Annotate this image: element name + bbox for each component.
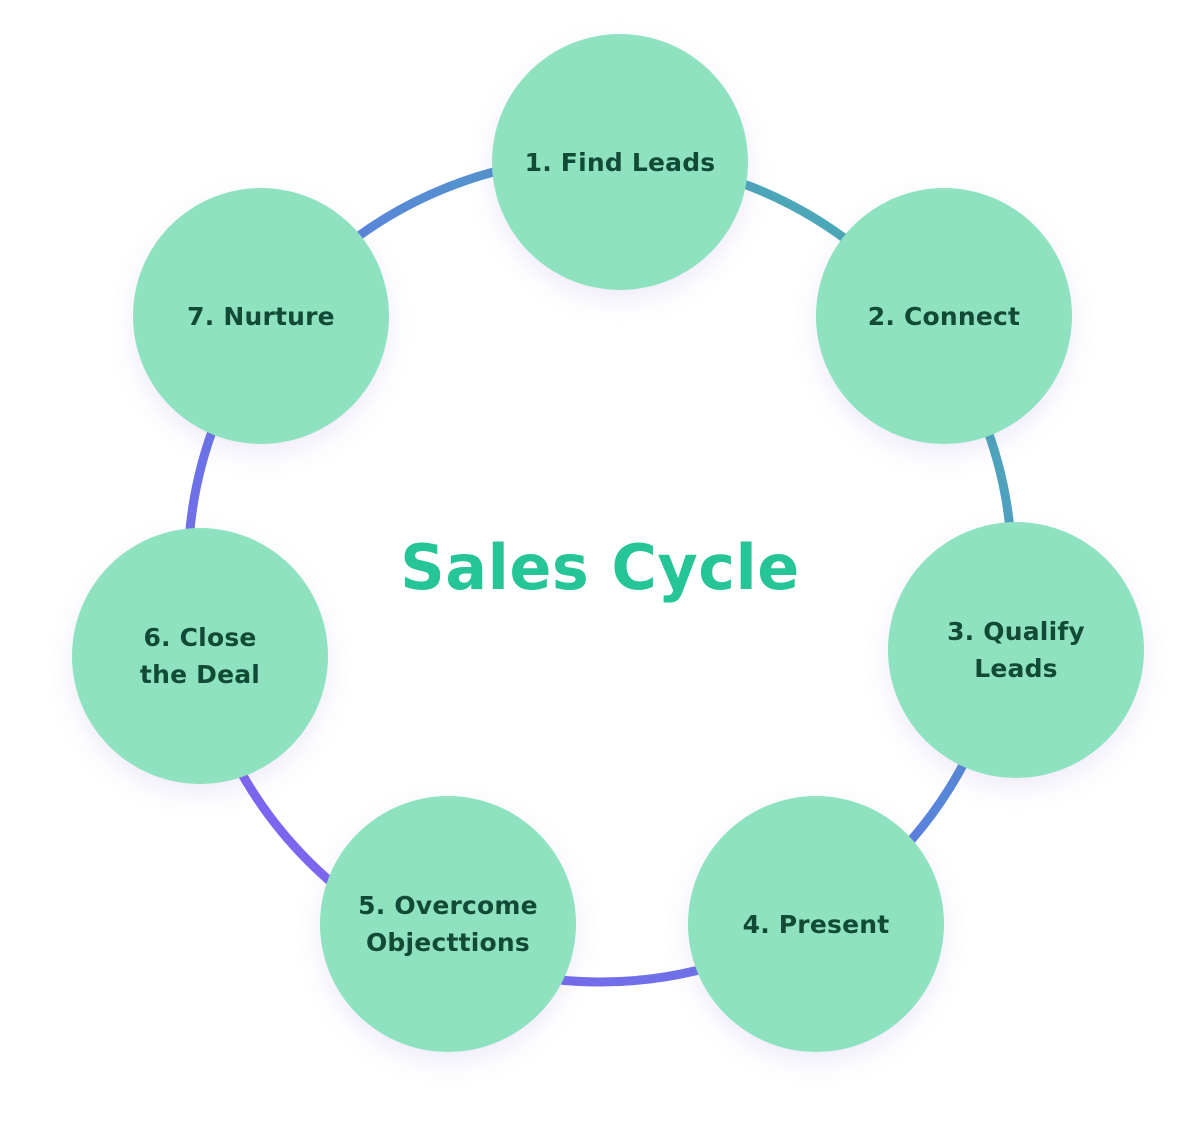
step-nurture: 7. Nurture — [133, 188, 389, 444]
step-close-the-deal: 6. Close the Deal — [72, 528, 328, 784]
diagram-title: Sales Cycle — [400, 531, 800, 604]
step-overcome-objections: 5. Overcome Objecttions — [320, 796, 576, 1052]
step-label: 2. Connect — [867, 301, 1021, 331]
step-label: 5. Overcome Objecttions — [358, 891, 538, 957]
step-label: 1. Find Leads — [524, 147, 716, 177]
step-connect: 2. Connect — [816, 188, 1072, 444]
step-label: 3. Qualify Leads — [947, 617, 1085, 683]
step-label: 7. Nurture — [187, 301, 335, 331]
step-label: 6. Close the Deal — [139, 623, 261, 689]
step-present: 4. Present — [688, 796, 944, 1052]
step-find-leads: 1. Find Leads — [492, 34, 748, 290]
step-qualify-leads: 3. Qualify Leads — [888, 522, 1144, 778]
step-label: 4. Present — [742, 909, 890, 939]
